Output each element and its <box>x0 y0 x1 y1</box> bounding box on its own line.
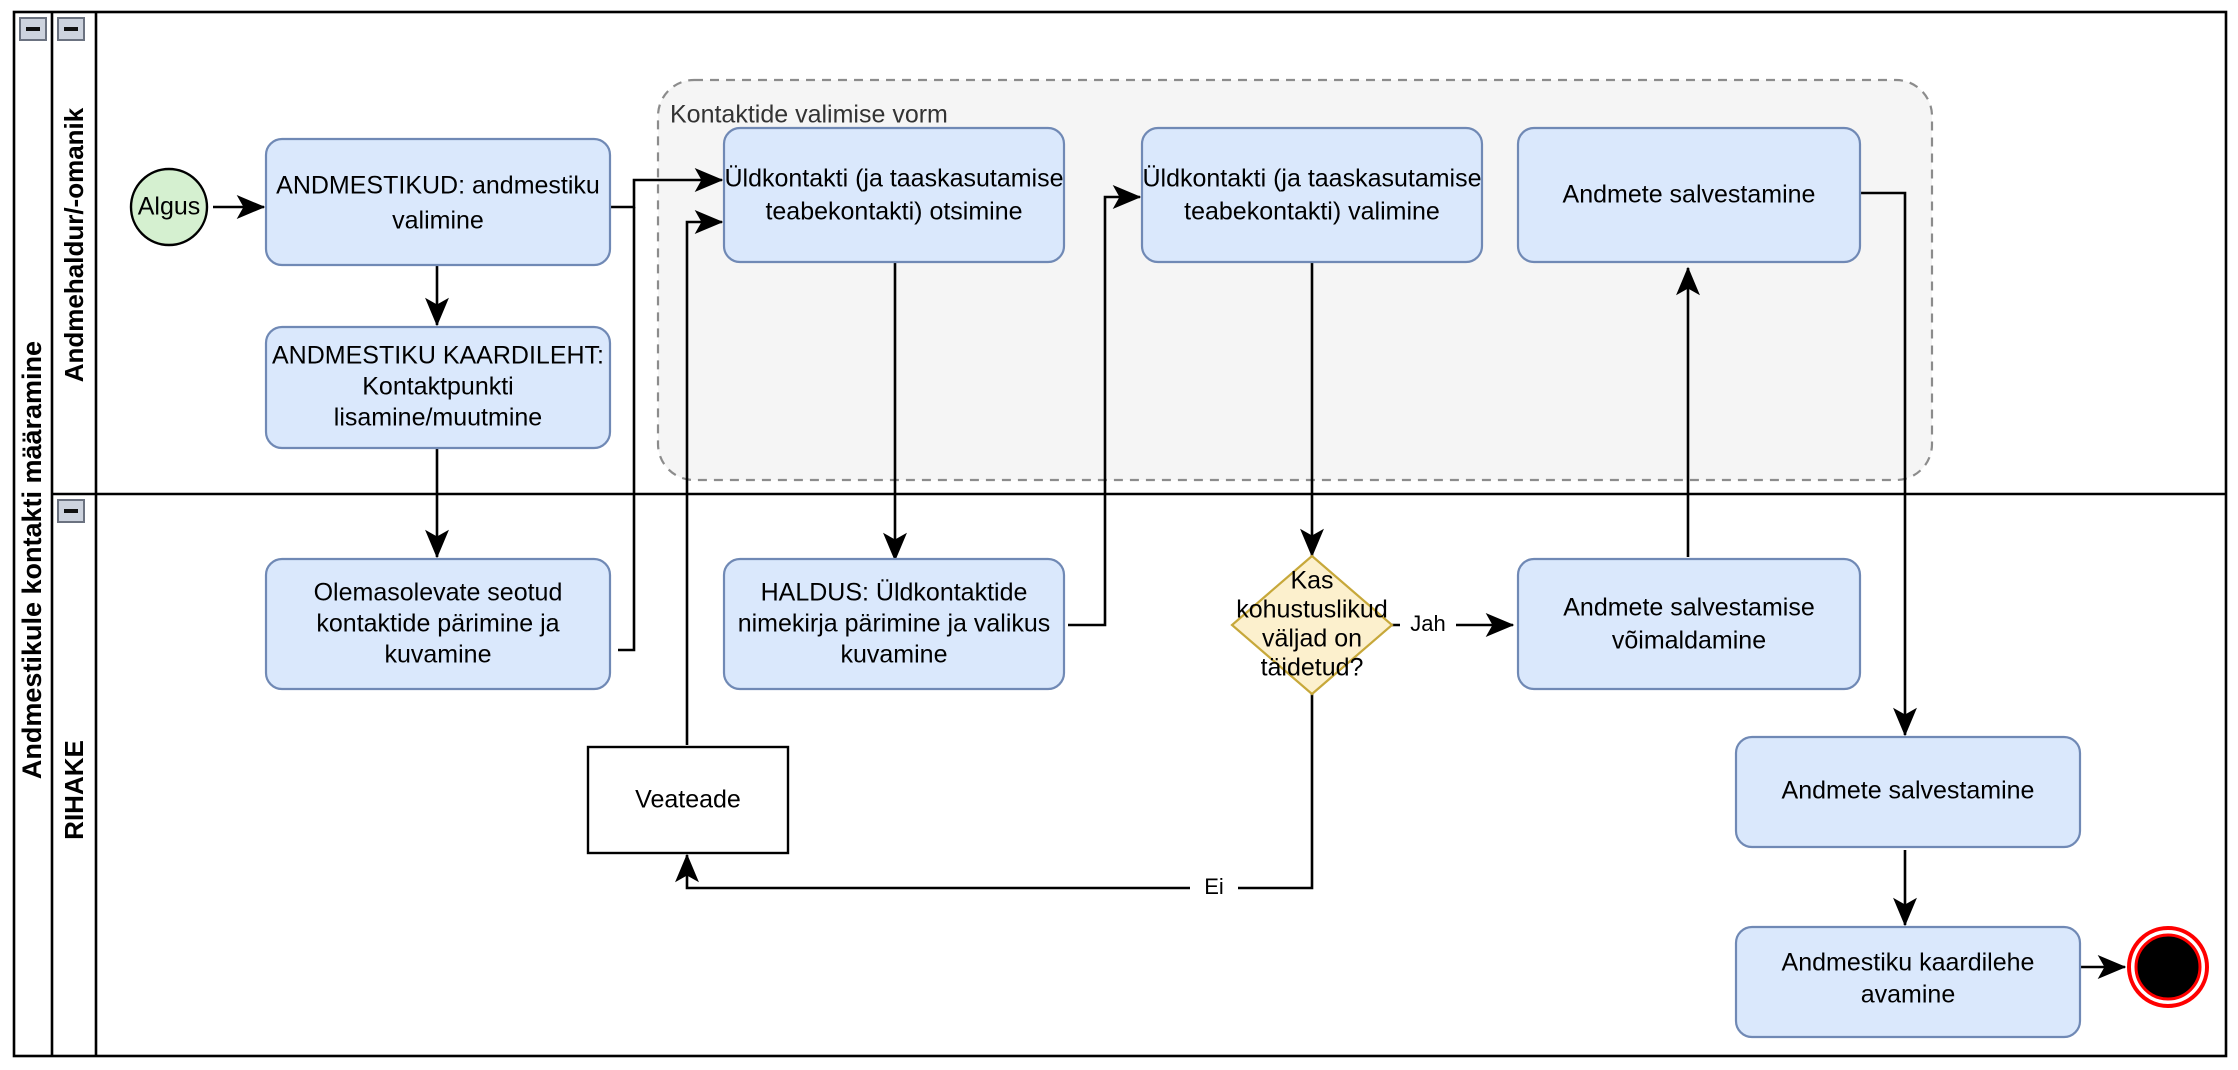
task-kaardilehe-avamine-line-0: Andmestiku kaardilehe <box>1782 949 2035 977</box>
box-veateade-label: Veateade <box>635 786 741 814</box>
gateway-line-0: Kas <box>1290 567 1333 595</box>
task-salvestamise-voimaldamine[interactable]: Andmete salvestamise võimaldamine <box>1516 557 1862 691</box>
task-salvestamine-top-line-0: Andmete salvestamine <box>1563 181 1816 209</box>
pool-label: Andmestikule kontakti määramine <box>17 341 47 779</box>
task-haldus[interactable]: HALDUS: Üldkontaktide nimekirja pärimine… <box>722 557 1066 691</box>
task-haldus-line-1: nimekirja pärimine ja valikus <box>738 610 1051 638</box>
lane2-collapse-icon[interactable] <box>57 499 85 523</box>
task-valimine-line-1: teabekontakti) valimine <box>1184 198 1440 226</box>
task-andmestikud[interactable]: ANDMESTIKUD: andmestiku valimine <box>264 137 612 267</box>
gateway-line-1: kohustuslikud <box>1236 596 1387 624</box>
gateway-line-3: täidetud? <box>1261 654 1364 682</box>
task-otsimine-line-0: Üldkontakti (ja taaskasutamise <box>724 165 1063 193</box>
lane1-collapse-icon[interactable] <box>57 17 85 41</box>
task-andmestikud-line-0: ANDMESTIKUD: andmestiku <box>276 172 600 200</box>
end-event[interactable] <box>2127 926 2209 1008</box>
task-andmestikud-line-1: valimine <box>392 207 484 235</box>
task-kaardileht-line-1: Kontaktpunkti <box>362 373 514 401</box>
box-veateade[interactable]: Veateade <box>586 745 790 855</box>
task-andmete-salvestamine-top[interactable]: Andmete salvestamine <box>1516 126 1862 264</box>
task-kaardileht-line-2: lisamine/muutmine <box>334 404 542 432</box>
lane-label-rihake: RIHAKE <box>59 740 89 840</box>
start-event-label: Algus <box>138 193 201 221</box>
task-salvestamine-bottom-line-0: Andmete salvestamine <box>1782 777 2035 805</box>
pool-collapse-icon[interactable] <box>19 17 47 41</box>
task-valimine-line-0: Üldkontakti (ja taaskasutamise <box>1142 165 1481 193</box>
task-haldus-line-2: kuvamine <box>841 641 948 669</box>
task-kaardilehe-avamine-line-1: avamine <box>1861 981 1956 1009</box>
task-voimaldamine-line-1: võimaldamine <box>1612 627 1766 655</box>
start-event-algus[interactable]: Algus <box>129 167 209 247</box>
task-andmete-salvestamine-bottom[interactable]: Andmete salvestamine <box>1734 735 2082 849</box>
task-kaardileht[interactable]: ANDMESTIKU KAARDILEHT: Kontaktpunkti lis… <box>264 325 612 450</box>
task-kaardileht-line-0: ANDMESTIKU KAARDILEHT: <box>272 342 604 370</box>
gateway-kohustuslikud-valjad[interactable]: Kas kohustuslikud väljad on täidetud? <box>1230 554 1394 696</box>
task-uldkontakti-valimine[interactable]: Üldkontakti (ja taaskasutamise teabekont… <box>1140 126 1484 264</box>
pool-frame <box>12 10 2228 1058</box>
gateway-line-2: väljad on <box>1262 625 1362 653</box>
edge-label-ei: Ei <box>1204 874 1224 899</box>
task-kaardilehe-avamine[interactable]: Andmestiku kaardilehe avamine <box>1734 925 2082 1039</box>
task-olemasolevate-line-0: Olemasolevate seotud <box>314 579 563 607</box>
sequence-flows <box>213 168 2127 979</box>
task-olemasolevate[interactable]: Olemasolevate seotud kontaktide pärimine… <box>264 557 612 691</box>
task-olemasolevate-line-2: kuvamine <box>385 641 492 669</box>
edge-label-jah: Jah <box>1410 611 1445 636</box>
task-otsimine-line-1: teabekontakti) otsimine <box>765 198 1022 226</box>
task-haldus-line-0: HALDUS: Üldkontaktide <box>761 579 1028 607</box>
group-label: Kontaktide valimise vorm <box>670 101 948 129</box>
task-uldkontakti-otsimine[interactable]: Üldkontakti (ja taaskasutamise teabekont… <box>722 126 1066 264</box>
task-voimaldamine-line-0: Andmete salvestamise <box>1563 594 1815 622</box>
lane-label-andmehaldur: Andmehaldur/-omanik <box>59 107 89 382</box>
task-olemasolevate-line-1: kontaktide pärimine ja <box>316 610 559 638</box>
